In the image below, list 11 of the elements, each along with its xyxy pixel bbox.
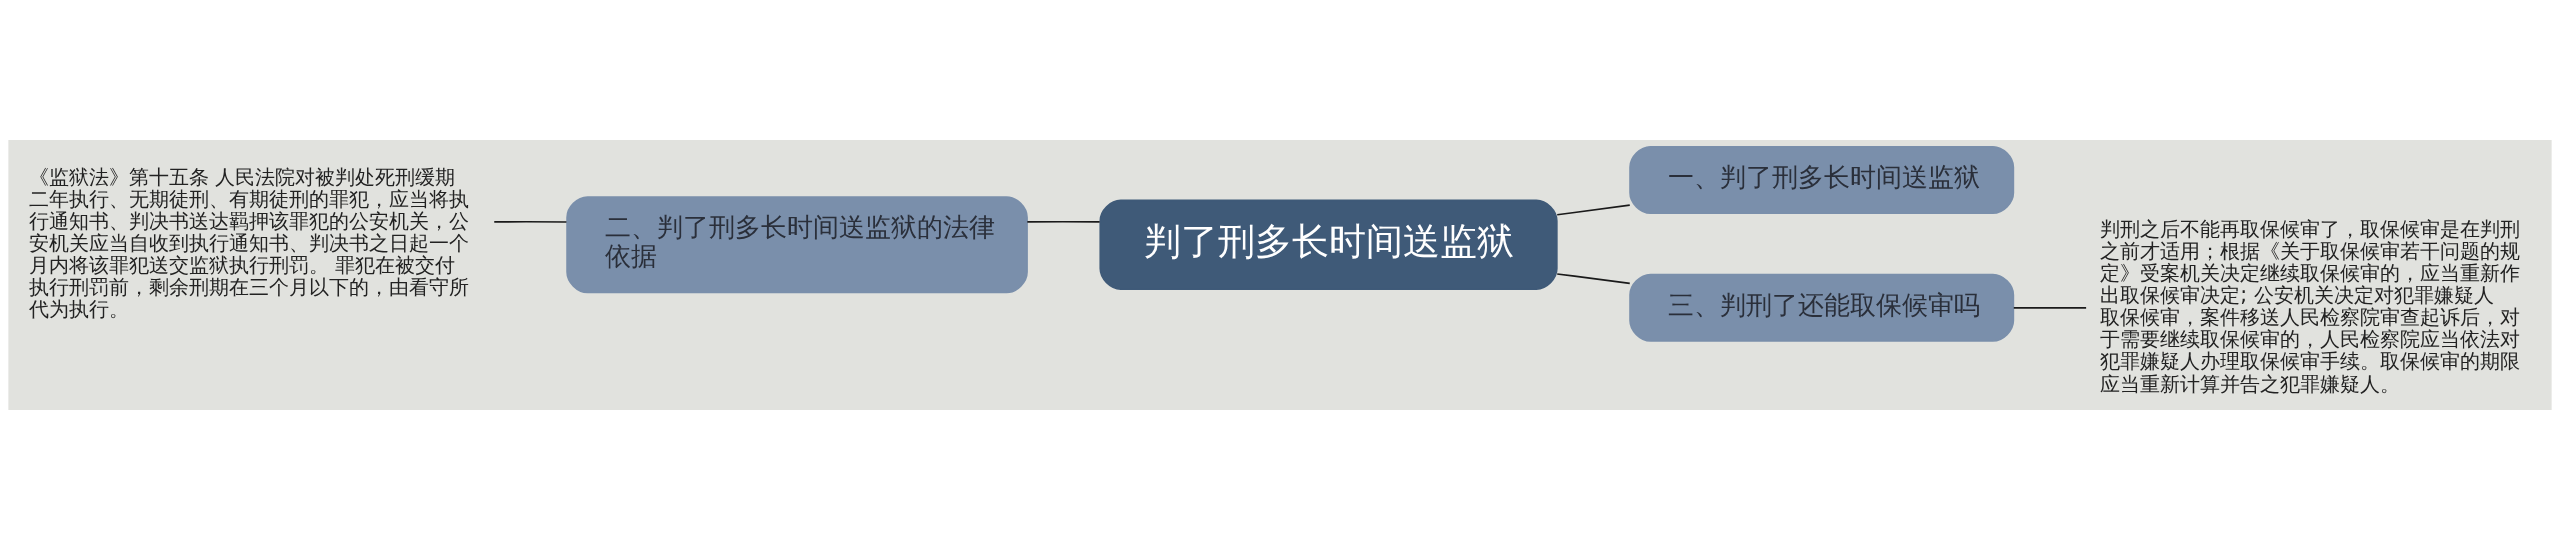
connector bbox=[2012, 306, 2087, 309]
node-box: 二、判了刑多长时间送监狱的法律依据 bbox=[566, 196, 1028, 294]
node-box: 三、判刑了还能取保候审吗 bbox=[1629, 273, 2015, 342]
connector bbox=[1556, 204, 1631, 216]
node-box: 一、判了刑多长时间送监狱 bbox=[1629, 145, 2015, 215]
connector bbox=[1026, 220, 1101, 223]
node-box: 判了刑多长时间送监狱 bbox=[1099, 199, 1558, 290]
connector bbox=[493, 220, 568, 223]
node-text: 判刑之后不能再取保候审了，取保候审是在判刑之前才适用；根据《关于取保候审若干问题的规定》受案机关决定继续取保候审的，应当重新作出取保候审决定; 公安机关决定对犯罪嫌疑人取保候审，案件移送人民检察院审查起诉后，对于需要继续取保候审的，人民检察院应当依法对犯罪嫌疑人办理取保候审手续。取保候审的期限应当重新计算并告之犯罪嫌疑人。 bbox=[2100, 216, 2521, 396]
node-text: 《监狱法》第十五条 人民法院对被判处死刑缓期二年执行、无期徒刑、有期徒刑的罪犯，应当将执行通知书、判决书送达羁押该罪犯的公安机关，公安机关应当自收到执行通知书、判决书之日起一个月内将该罪犯送交监狱执行刑罚。 罪犯在被交付执行刑罚前，剩余刑期在三个月以下的，由看守所代为执行。 bbox=[28, 164, 469, 322]
connector bbox=[1556, 273, 1631, 285]
